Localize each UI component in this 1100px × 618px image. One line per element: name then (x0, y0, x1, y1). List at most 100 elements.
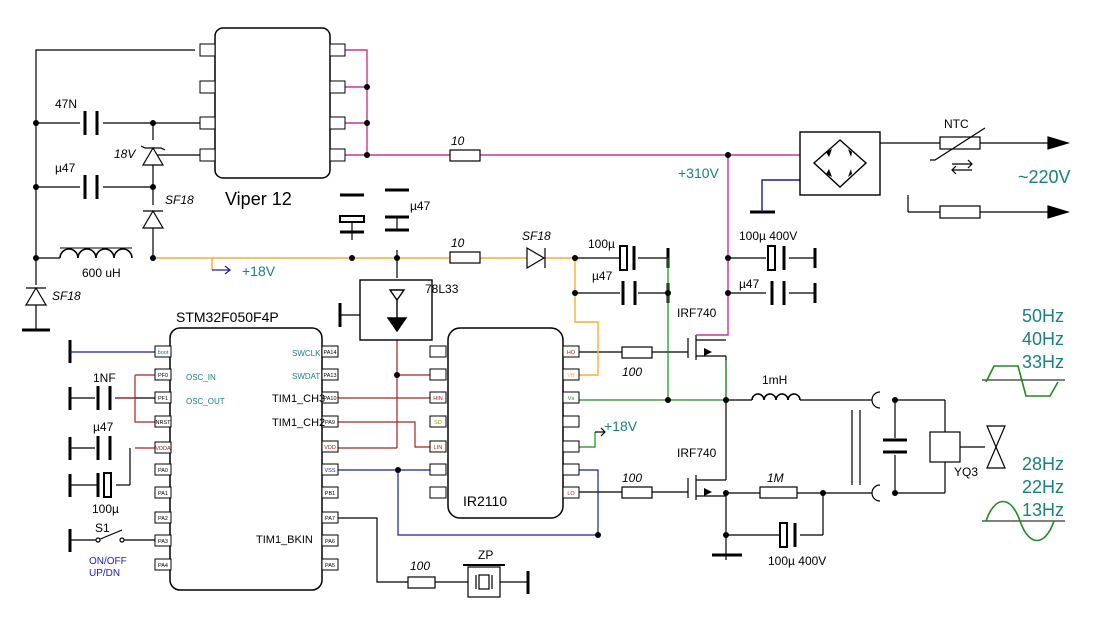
cap-u47-vdda (96, 436, 112, 460)
resistors-100-gate (621, 346, 653, 499)
mcu-signal-tim1-bkin: TIM1_BKIN (256, 534, 313, 546)
freq-50hz: 50Hz (1022, 306, 1064, 326)
cap-u47-vdda-label: µ47 (93, 420, 114, 434)
switch-note-onoff: ON/OFF (89, 556, 127, 567)
mcu-pin-pa5-box (321, 558, 339, 571)
cap-u47-boot-label: µ47 (592, 269, 613, 283)
cap-100u-400v-b (779, 522, 797, 548)
ntc-label: NTC (944, 117, 969, 131)
bridge-ground (761, 179, 800, 212)
mcu-pin-pa1-box (154, 486, 172, 499)
mcu-pin-pa14-label: PA14 (323, 350, 336, 356)
drv-bus-vdd-label: VDD (324, 445, 336, 451)
rail-18v-label-b: +18V (604, 418, 638, 434)
cap-u47-boot (621, 281, 637, 305)
inductor-1mh-label: 1mH (762, 373, 787, 387)
drv-pin-sd-box (429, 415, 447, 428)
mcu-pin-pa0-label: PA0 (158, 468, 168, 474)
junction-dots (33, 84, 898, 538)
mcu-inner-osc-in: OSC_IN (186, 373, 216, 382)
mcu-pin-pa6-label: PA6 (325, 539, 335, 545)
mcu-pin-pa10-box (321, 391, 339, 404)
mcu-pin-pa14-box (321, 345, 339, 358)
valve-symbol (986, 425, 1006, 469)
cap-100u-400v-b-label: 100µ 400V (768, 554, 826, 568)
bridge-rectifier (799, 131, 881, 196)
mcu-pin-pa7-label: PA7 (325, 516, 335, 522)
cap-100u-mcu-label: 100µ (92, 502, 119, 516)
cap-100u-400v-a-label: 100µ 400V (739, 229, 797, 243)
diode-sf18-c (526, 246, 546, 270)
cap-u47-hv (770, 281, 786, 305)
resistor-10-a-label: 10 (451, 134, 465, 148)
mosfet-arrows (704, 348, 712, 496)
mcu-pin-pa4-box (154, 558, 172, 571)
cap-u47-hv-label: µ47 (739, 277, 760, 291)
mcu-pin-pa4-label: PA4 (158, 563, 168, 569)
rail-18v-label-a: +18V (242, 263, 276, 279)
mcu-pin-pa7-box (321, 511, 339, 524)
frequency-sine-labels: 28Hz 22Hz 13Hz (1022, 454, 1064, 520)
inductor-1mh (751, 393, 801, 401)
cap-u47-top-label: µ47 (55, 161, 76, 175)
drv-pin-nc1-box (429, 345, 447, 358)
mcu-pin-pa9-label: PA9 (325, 420, 335, 426)
rail-310v-label: +310V (678, 165, 720, 181)
fuse (939, 205, 981, 219)
drv-pin-lin-label: LIN (434, 445, 443, 451)
mcu-pin-pa9-box (321, 415, 339, 428)
diode-sf18-c-label: SF18 (522, 229, 551, 243)
mains-label: ~220V (1018, 167, 1071, 187)
drv-pin-vb-label: VB (567, 373, 575, 379)
square-wave (982, 365, 1065, 397)
drv-pin-vs-box (562, 391, 580, 404)
cap-u47-top (83, 175, 99, 199)
cap-100u-label: 100µ (588, 237, 615, 251)
mcu-pin-nrst-label: NRST (156, 420, 172, 426)
resistor-10-b-label: 10 (451, 236, 465, 250)
resistor-1m-label: 1M (767, 471, 784, 485)
zener-18v-label: 18V (114, 147, 136, 161)
inductor-label: 600 uH (82, 266, 121, 280)
mcu-pin-pa13-label: PA13 (323, 373, 336, 379)
ground-symbols (22, 210, 817, 594)
wires-green (578, 258, 727, 448)
mcu-pin-vss-label: VSS (324, 468, 335, 474)
drv-pin-lo-label: LO (567, 491, 575, 497)
regulator-78l33 (359, 279, 433, 341)
resistor-100-c-label: 100 (410, 559, 430, 573)
drv-pin-vcc-box (562, 440, 580, 453)
mcu-label: STM32F050F4P (176, 309, 279, 325)
freq-33hz: 33Hz (1022, 352, 1064, 372)
drv-pin-com-box (562, 463, 580, 476)
diode-sf18-a (141, 209, 165, 229)
freq-13hz: 13Hz (1022, 500, 1064, 520)
mcu-pin-pa3-box (154, 534, 172, 547)
mcu-pin-boot-label: boot (158, 350, 169, 356)
drv-pin-hin-box (429, 391, 447, 404)
cap-1nf-label: 1NF (93, 371, 116, 385)
drv-pin-vb-box (562, 368, 580, 381)
mcu-pin-pa6-box (321, 534, 339, 547)
mosfet-hi-label: IRF740 (677, 306, 717, 320)
drv-pin-nc3-box (429, 486, 447, 499)
drv-pin-nc4-box (562, 415, 580, 428)
mcu-pin-pa2-box (154, 511, 172, 524)
mcu-pin-vdda-label: VDDA (155, 446, 171, 452)
mcu-pin-pb1-label: PB1 (325, 491, 335, 497)
buzzer-label: ZP (478, 548, 493, 562)
drv-pin-sd-label: SD (434, 420, 442, 426)
cap-100u (619, 245, 636, 271)
drv-pin-ho-box (562, 345, 580, 358)
cap-u47-mid-label: µ47 (410, 199, 431, 213)
resistor-1m (759, 486, 798, 499)
mcu-pin-pa10-label: PA10 (323, 396, 336, 402)
drv-bus-vdd-box (321, 440, 339, 453)
mcu-inner-osc-out: OSC_OUT (186, 397, 225, 406)
switch-label: S1 (95, 521, 110, 535)
freq-22hz: 22Hz (1022, 477, 1064, 497)
mcu-pin-pf0-label: PF0 (158, 373, 168, 379)
